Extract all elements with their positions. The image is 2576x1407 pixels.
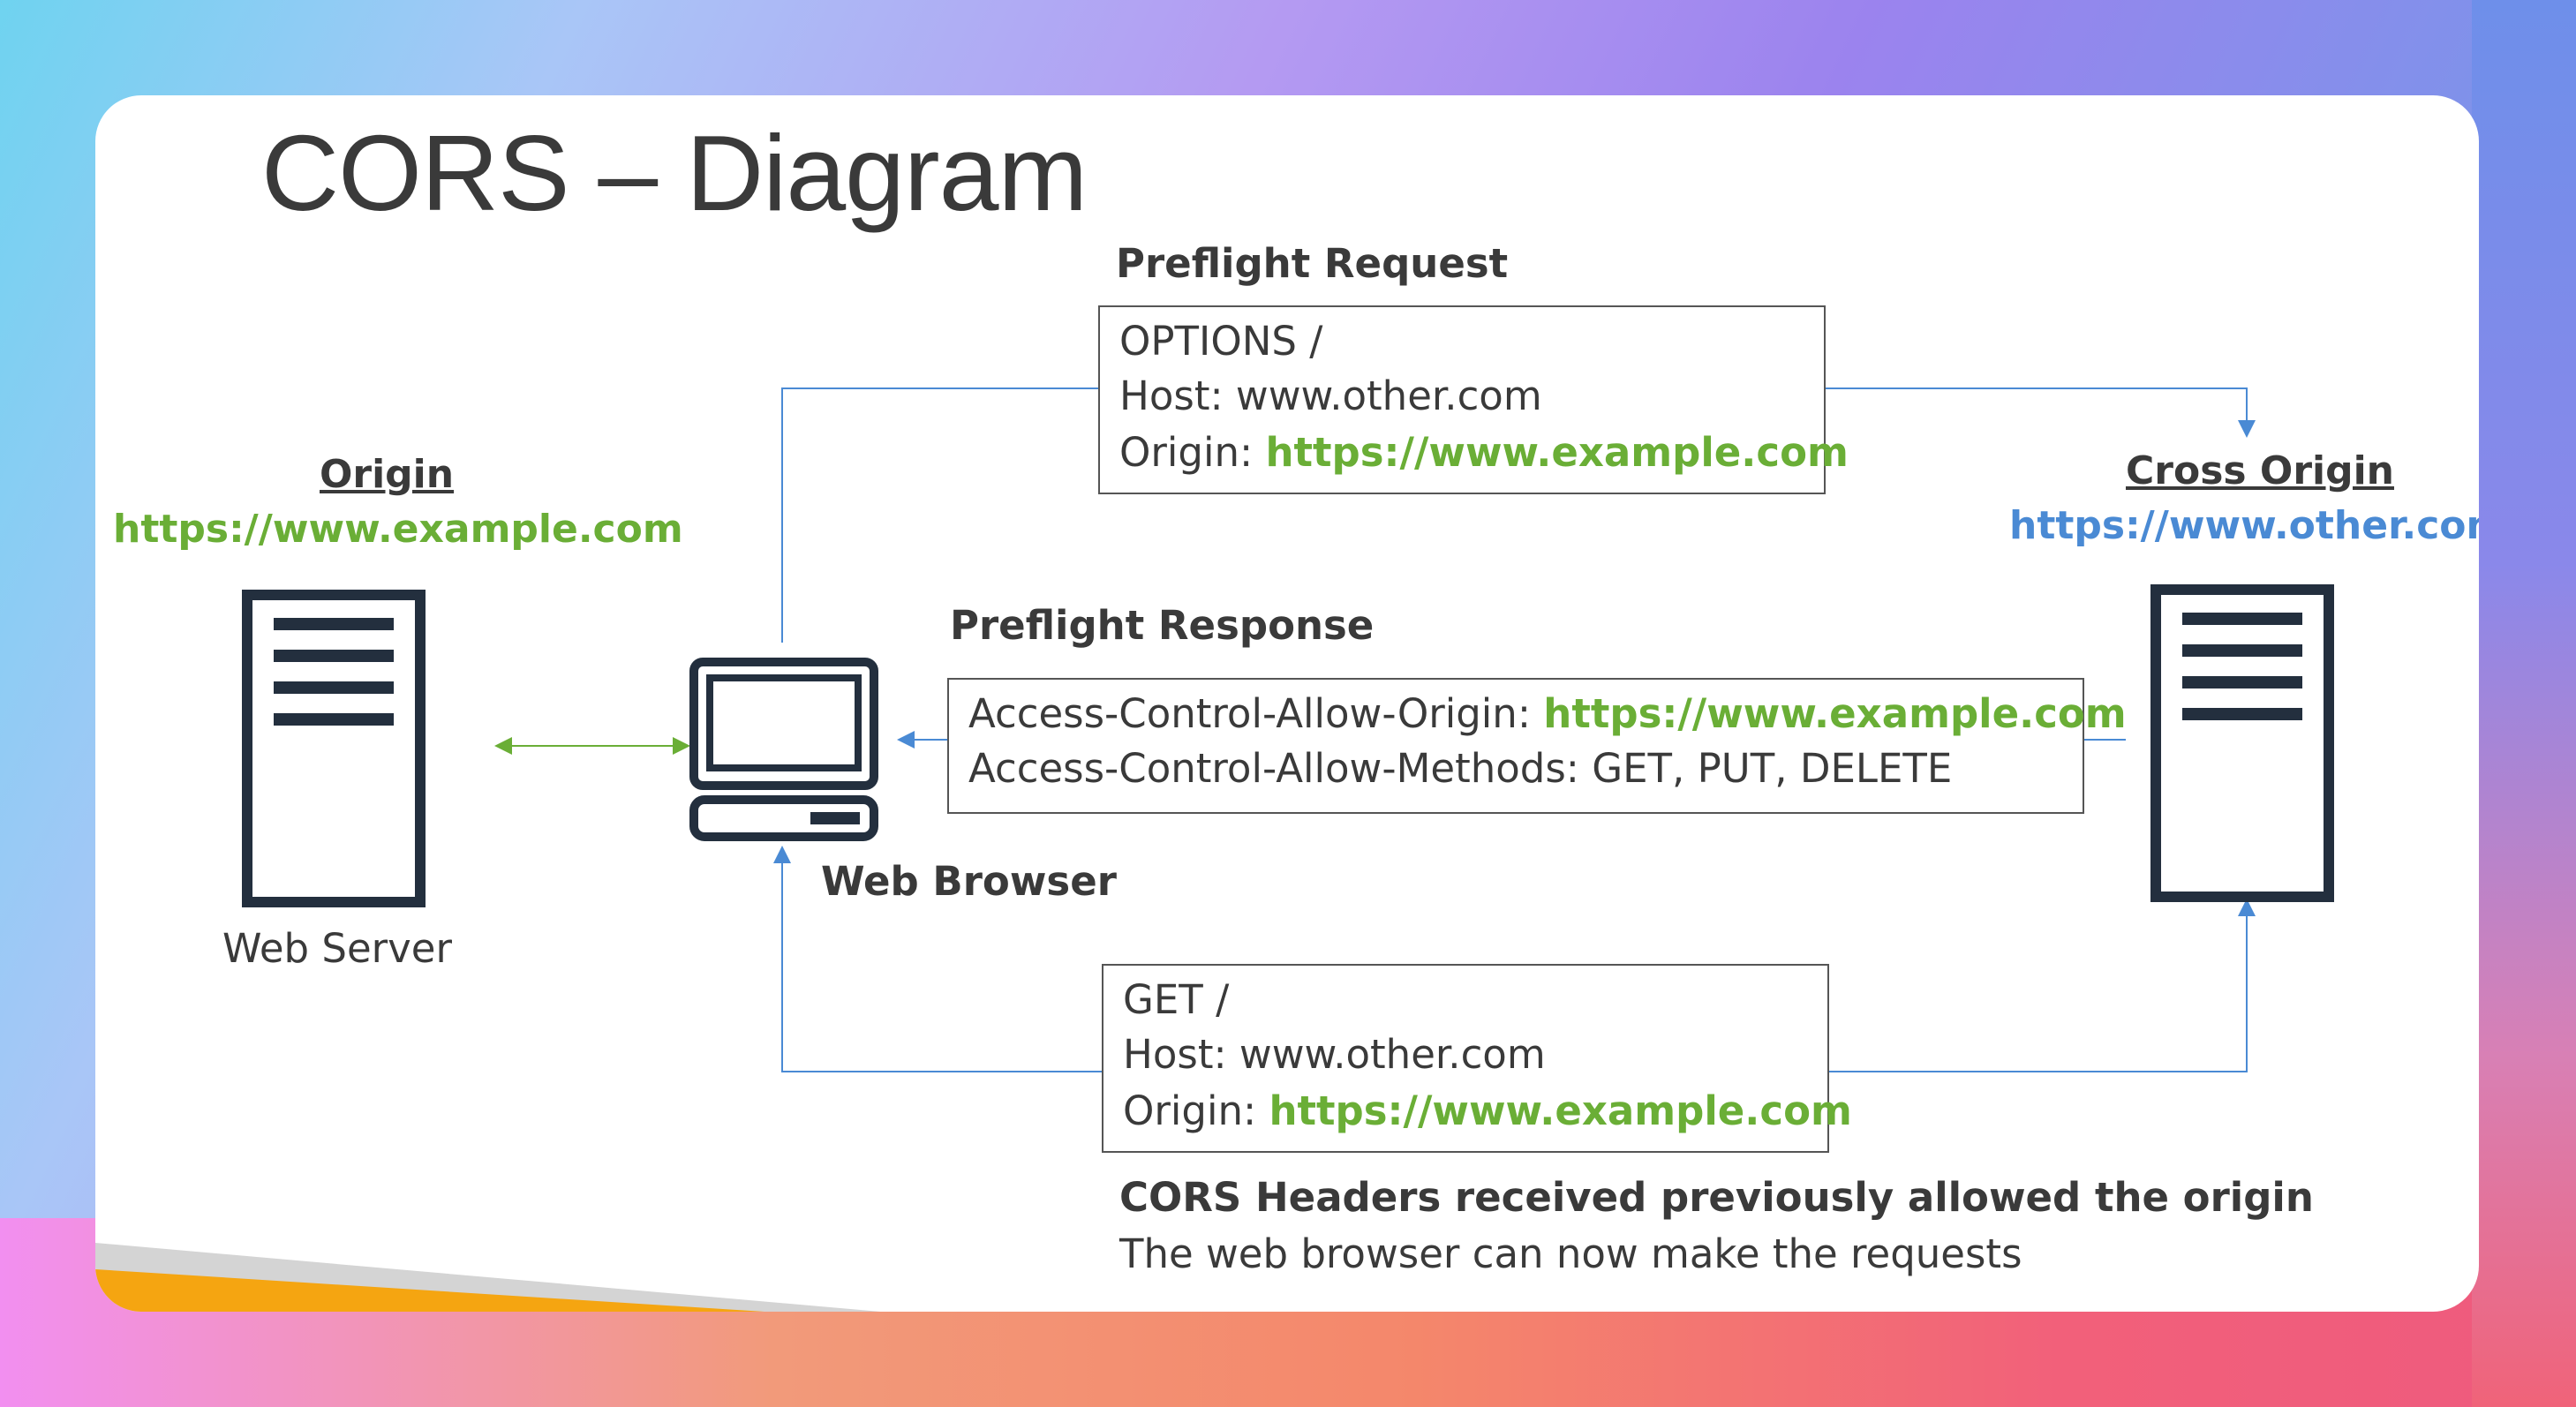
preflight-request-origin-url: https://www.example.com	[1265, 429, 1849, 476]
server-icon	[242, 590, 426, 907]
footer-normal-text: The web browser can now make the request…	[1119, 1230, 2022, 1277]
get-request-box: GET / Host: www.other.com Origin: https:…	[1102, 964, 1852, 1153]
preflight-response-box: Access-Control-Allow-Origin: https://www…	[947, 678, 2127, 814]
get-request-method: GET /	[1123, 976, 1230, 1023]
allow-origin-prefix: Access-Control-Allow-Origin:	[968, 690, 1544, 737]
server-icon	[2150, 584, 2334, 902]
get-request-origin-prefix: Origin:	[1123, 1087, 1269, 1134]
preflight-request-arrow	[1826, 387, 2256, 438]
allow-origin-url: https://www.example.com	[1543, 690, 2127, 737]
get-request-origin: Origin: https://www.example.com	[1123, 1087, 1852, 1134]
web-server-label: Web Server	[222, 925, 452, 972]
background-right	[2472, 0, 2576, 1407]
preflight-request-heading: Preflight Request	[1116, 240, 1509, 287]
preflight-request-method: OPTIONS /	[1119, 318, 1323, 365]
preflight-response-heading: Preflight Response	[950, 602, 1375, 649]
origin-label: Origin	[320, 452, 455, 497]
preflight-request-connector	[781, 387, 1098, 643]
footer-bold-text: CORS Headers received previously allowed…	[1119, 1174, 2314, 1221]
web-browser-label: Web Browser	[821, 858, 1117, 905]
laptop-icon	[689, 658, 878, 841]
slide: CORS – Diagram Origin https://www.exampl…	[95, 95, 2479, 1312]
cross-origin-label: Cross Origin	[2126, 448, 2395, 493]
get-request-connector	[773, 846, 1102, 1072]
origin-url: https://www.example.com	[113, 507, 683, 552]
cross-origin-url: https://www.other.com	[2009, 503, 2479, 548]
preflight-request-origin-prefix: Origin:	[1119, 429, 1266, 476]
get-request-host: Host: www.other.com	[1123, 1031, 1546, 1078]
preflight-request-box: OPTIONS / Host: www.other.com Origin: ht…	[1098, 305, 1849, 494]
get-request-arrow	[1827, 899, 2256, 1072]
preflight-request-origin: Origin: https://www.example.com	[1119, 429, 1849, 476]
get-request-origin-url: https://www.example.com	[1269, 1087, 1852, 1134]
allow-methods-header: Access-Control-Allow-Methods: GET, PUT, …	[968, 745, 1953, 792]
allow-origin-header: Access-Control-Allow-Origin: https://www…	[968, 690, 2127, 737]
preflight-request-host: Host: www.other.com	[1119, 372, 1542, 419]
connectors	[494, 387, 2256, 1072]
slide-title: CORS – Diagram	[261, 113, 1088, 233]
